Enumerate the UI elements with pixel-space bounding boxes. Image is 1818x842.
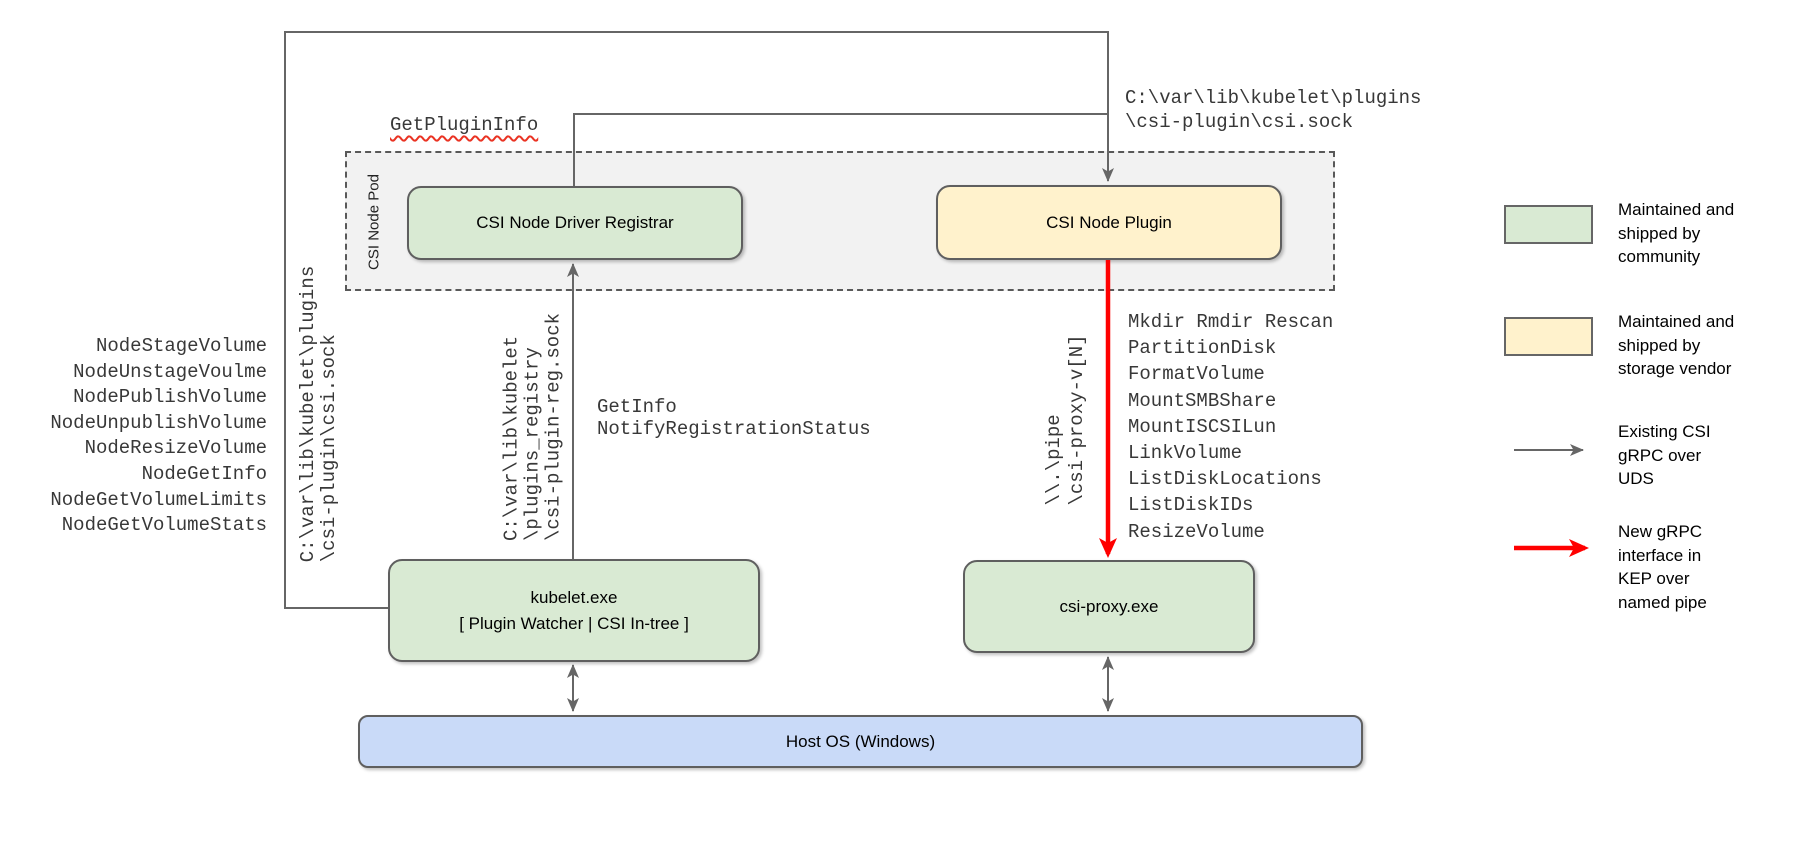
- kubelet-plugin-socket-rotated-label: C:\var\lib\kubelet\plugins\csi-plugin\cs…: [297, 265, 340, 563]
- kubelet-title: kubelet.exe: [530, 587, 618, 607]
- legend-community-swatch: [1504, 205, 1593, 244]
- legend-red-arrow-icon: [1514, 539, 1589, 557]
- plugin-socket-path-label: C:\var\lib\kubelet\plugins\csi-plugin\cs…: [1125, 87, 1422, 133]
- host-os-label: Host OS (Windows): [785, 731, 936, 751]
- legend-gray-arrow-icon: [1514, 444, 1584, 456]
- registration-socket-rotated-label: C:\var\lib\kubelet\plugins_registry\csi-…: [500, 312, 565, 542]
- kubelet-subtitle: [ Plugin Watcher | CSI In-tree ]: [459, 613, 689, 633]
- host-os-box: Host OS (Windows): [358, 715, 1363, 768]
- csi-node-driver-registrar-label: CSI Node Driver Registrar: [476, 213, 674, 232]
- csi-proxy-label: csi-proxy.exe: [1059, 596, 1159, 616]
- csi-proxy-box: csi-proxy.exe: [963, 560, 1255, 653]
- csi-node-pod-label: CSI Node Pod: [365, 174, 383, 270]
- csi-node-driver-registrar-box: CSI Node Driver Registrar: [407, 186, 743, 260]
- legend-vendor-swatch: [1504, 317, 1593, 356]
- csi-node-plugin-label: CSI Node Plugin: [1046, 212, 1172, 232]
- kubelet-box: kubelet.exe [ Plugin Watcher | CSI In-tr…: [388, 559, 760, 662]
- getplugininfo-label: GetPluginInfo: [390, 114, 539, 136]
- csi-node-plugin-box: CSI Node Plugin: [936, 185, 1282, 260]
- named-pipe-rotated-label: \\.\pipe\csi-proxy-v[N]: [1043, 334, 1088, 506]
